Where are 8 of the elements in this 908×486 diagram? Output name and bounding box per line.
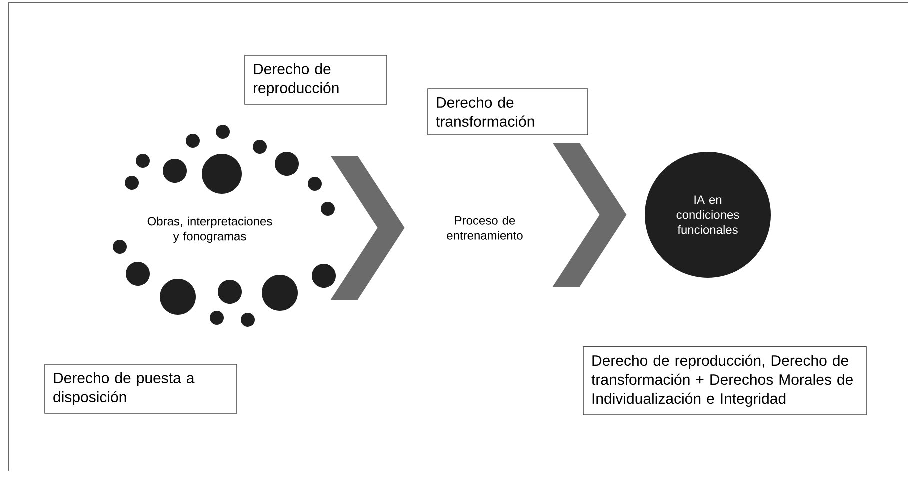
label-text: Obras, interpretaciones y fonogramas (148, 216, 272, 244)
chevron-arrow (552, 143, 627, 287)
chevron-arrow (330, 156, 405, 300)
rights-box: Derecho de reproducción (244, 55, 388, 105)
rights-box: Derecho de puesta a disposición (44, 364, 238, 414)
label-text: Proceso de entrenamiento (447, 216, 523, 240)
rights-box: Derecho de transformación (428, 88, 588, 136)
rights-box: Derecho de reproducción, Derecho de transformación + Derechos Morales de Individualización e Integridad (583, 346, 867, 416)
